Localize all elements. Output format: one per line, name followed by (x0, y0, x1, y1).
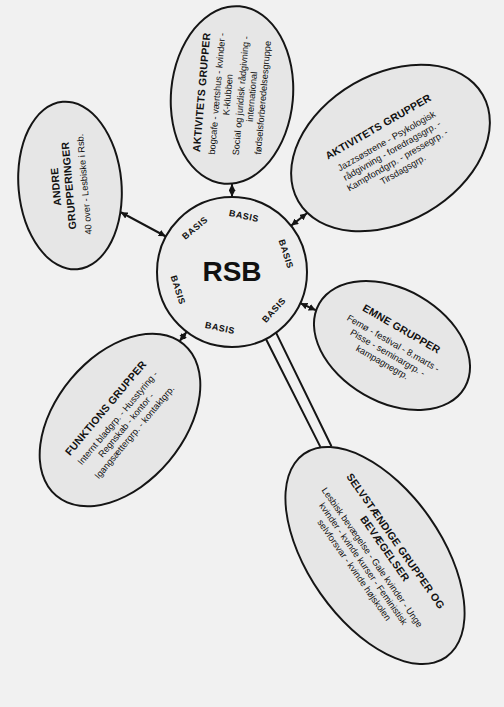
ring-word: BASIS (261, 296, 289, 325)
arrow-connector (292, 214, 307, 225)
petal-text: AKTIVITETS GRUPPERbogcafe - værtshus - k… (189, 27, 275, 163)
center-title: RSB (202, 256, 261, 288)
arrow-connector (180, 333, 186, 341)
petal-text: SELVSTÆNDIGE GRUPPER OG BEVÆGELSERLesbis… (297, 463, 452, 647)
arrow-connector (121, 213, 165, 237)
arrow-connector (301, 304, 315, 310)
group-heading: ANDRE GRUPPERINGER (44, 124, 80, 248)
ring-word: BASIS (168, 274, 187, 306)
petal-text: EMNE GRUPPERFemø - festival - 8.marts - … (326, 292, 457, 397)
petal-text: FUNKTIONS GRUPPERInternt bladgrp. - Huss… (54, 348, 185, 491)
petal-text: AKTIVITETS GRUPPERJazzsøstrene - Psykolo… (307, 82, 472, 213)
group-list: 40 over - Lesbiske i Rsb. (75, 133, 95, 235)
ring-word: BASIS (204, 320, 236, 336)
petal-shape: ANDRE GRUPPERINGER40 over - Lesbiske i R… (10, 96, 129, 275)
center-circle: RSBBASISBASISBASISBASISBASISBASIS (156, 196, 308, 348)
stem-line (266, 340, 320, 446)
ring-word: BASIS (181, 215, 211, 242)
petal-text: ANDRE GRUPPERINGER40 over - Lesbiske i R… (44, 122, 96, 248)
ring-word: BASIS (228, 208, 260, 224)
arrow-connector (231, 185, 233, 196)
ring-word: BASIS (277, 238, 296, 270)
petal-shape: AKTIVITETS GRUPPERbogcafe - værtshus - k… (162, 0, 301, 190)
petal-shape: SELVSTÆNDIGE GRUPPER OG BEVÆGELSERLesbis… (248, 414, 502, 696)
group-list: Social og juridisk rådgivning - internat… (230, 31, 274, 163)
petal-shape: EMNE GRUPPERFemø - festival - 8.marts - … (290, 253, 495, 438)
